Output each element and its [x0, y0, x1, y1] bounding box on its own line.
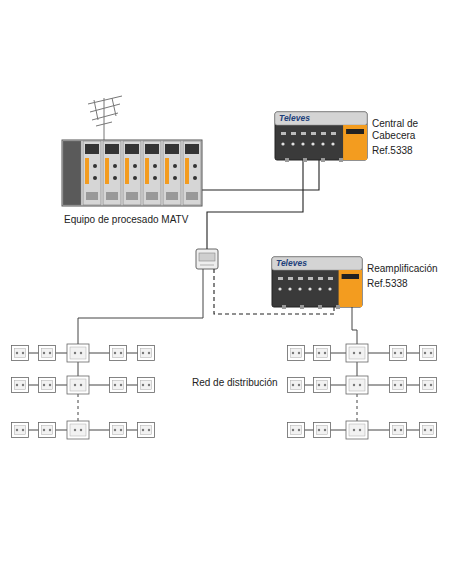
device-caption: Central de CabeceraRef.5338: [372, 118, 446, 157]
reference-code: Ref.5338: [367, 278, 441, 290]
trunk-line: [78, 269, 203, 344]
outlet-box: [314, 378, 331, 393]
outlet-box: [39, 423, 56, 438]
equipment-name: Equipo de procesado MATV: [64, 214, 188, 226]
outlet-box: [138, 423, 155, 438]
outlet-box: [138, 378, 155, 393]
outlet-box: [138, 346, 155, 361]
tap-box: [346, 376, 368, 394]
tap-box: [346, 421, 368, 439]
area-label: Red de distribución: [190, 377, 280, 388]
splitter: [196, 249, 218, 269]
outlet-box: [39, 378, 56, 393]
tap-box: [67, 344, 89, 362]
tap-box: [346, 344, 368, 362]
riser-line: [357, 362, 358, 376]
outlet-box: [288, 378, 305, 393]
outlet-box: [390, 423, 407, 438]
distribution-network: [12, 269, 437, 439]
device-name: Central de Cabecera: [372, 118, 446, 142]
riser-line: [78, 394, 79, 421]
coax-cable: [202, 160, 319, 190]
cable-path: [207, 160, 303, 249]
outlet-box: [420, 346, 437, 361]
outlet-box: [314, 346, 331, 361]
outlet-box: [420, 423, 437, 438]
processing-rack: Equipo de procesado MATV: [62, 140, 202, 206]
amplifier-unit: TelevesReamplificaciónRef.5338: [272, 257, 362, 307]
device-caption: ReamplificaciónRef.5338: [367, 263, 441, 290]
outlet-box: [110, 346, 127, 361]
outlet-box: [288, 346, 305, 361]
tap-box: [67, 376, 89, 394]
cable-path: [202, 160, 319, 190]
tap-box: [67, 421, 89, 439]
antenna: [88, 96, 122, 142]
trunk-line: [352, 307, 357, 344]
riser-line: [357, 394, 358, 421]
outlet-box: [314, 423, 331, 438]
brand-logo: Televes: [276, 258, 307, 268]
device-name: Reamplificación: [367, 263, 441, 275]
outlet-box: [420, 378, 437, 393]
riser-line: [78, 362, 79, 376]
brand-logo: Televes: [279, 113, 310, 123]
outlet-box: [39, 346, 56, 361]
outlet-box: [390, 346, 407, 361]
rack-drawing: [62, 140, 202, 206]
outlet-box: [12, 378, 29, 393]
reference-code: Ref.5338: [372, 145, 446, 157]
outlet-box: [12, 346, 29, 361]
amplifier-unit: TelevesCentral de CabeceraRef.5338: [275, 112, 367, 160]
outlet-box: [390, 378, 407, 393]
outlet-box: [12, 423, 29, 438]
outlet-box: [110, 378, 127, 393]
outlet-box: [110, 423, 127, 438]
outlet-box: [288, 423, 305, 438]
